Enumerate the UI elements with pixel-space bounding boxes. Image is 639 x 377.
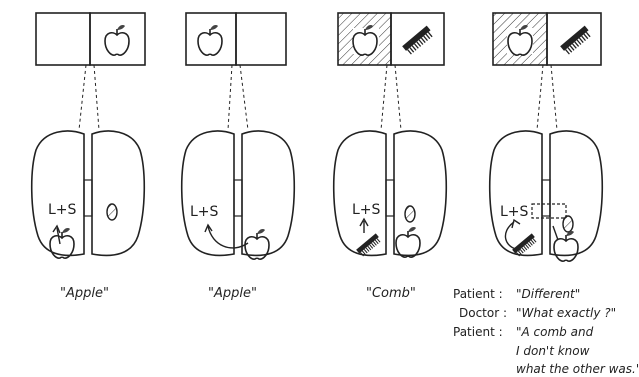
visual-field-right [236,13,286,65]
brain-outline [334,131,447,255]
hatched-object-icon [107,204,117,220]
apple-icon [50,228,74,258]
comb-icon [402,26,434,56]
hemisphere-label: L+S [48,202,77,218]
panel-caption: "Apple" [60,286,109,301]
dialogue-line: "Different" [516,287,580,301]
panel-caption: "Comb" [366,286,416,301]
dialogue-line: I don't know [516,344,590,358]
brain-outline [182,131,295,255]
apple-icon [105,25,129,55]
hemisphere-label: L+S [352,202,381,218]
panel-1: L+S "Apple" [32,13,145,301]
panel-2: L+S "Apple" [182,13,295,301]
brain-outline [32,131,145,255]
hatched-object-icon [563,216,573,232]
comb-icon [560,26,592,56]
dialogue-speaker: Patient : [453,325,503,339]
apple-icon [554,231,578,261]
panel-4: L+S [490,13,603,261]
visual-field-right [90,13,145,65]
hemisphere-label: L+S [190,204,219,220]
visual-field-left [36,13,90,65]
dialogue-speaker: Patient : [453,287,503,301]
hatched-object-icon [405,206,415,222]
panel-3: L+S "Comb" [334,13,447,301]
panel-caption: "Apple" [208,286,257,301]
dialogue-line: "What exactly ?" [516,306,616,320]
dialogue-line: "A comb and [516,325,594,339]
brain-outline [490,131,603,255]
dialogue: Patient : "Different" Doctor : "What exa… [453,287,639,376]
hemisphere-label: L+S [500,204,529,220]
visual-field-left [186,13,236,65]
apple-icon [245,229,269,259]
apple-icon [198,25,222,55]
apple-icon [396,227,420,257]
dialogue-line: what the other was." [516,362,639,376]
dialogue-speaker: Doctor : [459,306,507,320]
